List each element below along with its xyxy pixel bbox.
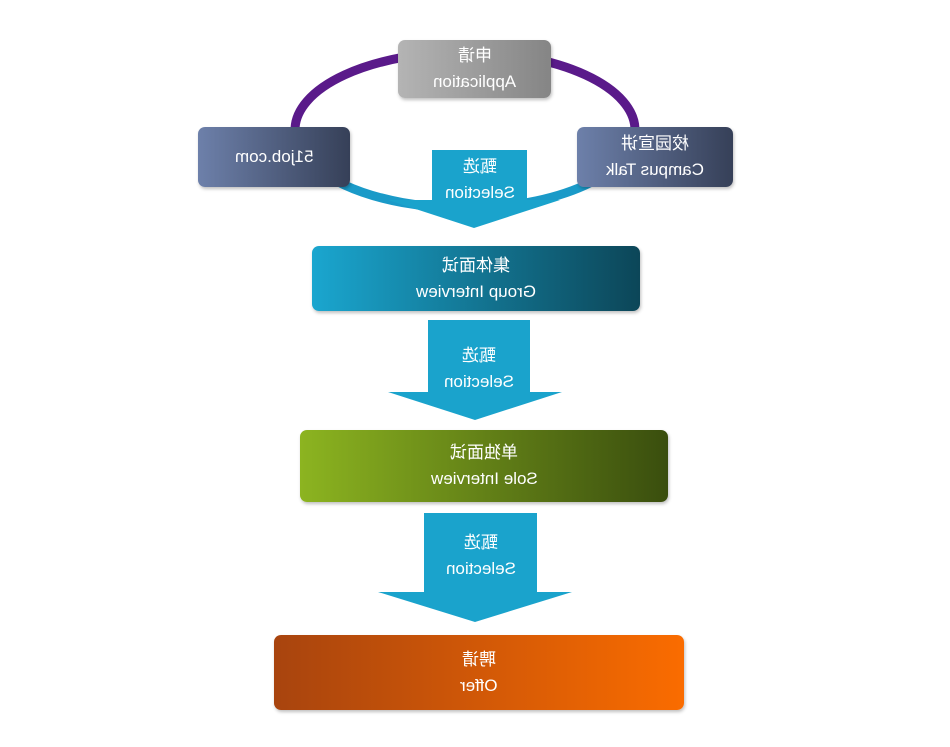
sole-interview-zh: 单独面试 bbox=[450, 443, 518, 462]
campus-talk-zh: 校园宣讲 bbox=[621, 134, 689, 153]
job-site-en: 51job.com bbox=[234, 147, 314, 166]
group-interview-node: 集体面试 Group Interview bbox=[312, 246, 640, 311]
selection-zh: 甄选 bbox=[462, 346, 496, 365]
group-interview-zh: 集体面试 bbox=[442, 255, 510, 275]
application-zh: 申请 bbox=[457, 46, 492, 65]
selection-zh: 甄选 bbox=[462, 157, 497, 176]
group-interview-en: Group Interview bbox=[416, 281, 536, 301]
offer-en: Offer bbox=[460, 675, 498, 695]
selection-en: Selection bbox=[444, 183, 515, 202]
selection-arrow-2 bbox=[388, 320, 562, 420]
selection-label-3: 甄选 Selection bbox=[424, 530, 537, 582]
selection-en: Selection bbox=[445, 559, 516, 578]
selection-label-2: 甄选 Selection bbox=[428, 343, 530, 395]
selection-zh: 甄选 bbox=[463, 533, 498, 552]
offer-node: 聘请 Offer bbox=[274, 635, 684, 710]
sole-interview-node: 单独面试 Sole Interview bbox=[300, 430, 668, 502]
application-node: 申请 Application bbox=[398, 40, 551, 98]
sole-interview-en: Sole Interview bbox=[430, 469, 538, 488]
selection-arrow-1 bbox=[388, 150, 560, 228]
offer-zh: 聘请 bbox=[462, 649, 496, 669]
campus-talk-node: 校园宣讲 Campus Talk bbox=[577, 127, 733, 187]
campus-talk-en: Campus Talk bbox=[606, 160, 704, 179]
job-site-node: 51job.com bbox=[198, 127, 350, 187]
selection-en: Selection bbox=[444, 372, 514, 391]
selection-arrow-3 bbox=[378, 513, 572, 622]
application-en: Application bbox=[432, 72, 517, 91]
selection-label-1: 甄选 Selection bbox=[432, 154, 527, 206]
